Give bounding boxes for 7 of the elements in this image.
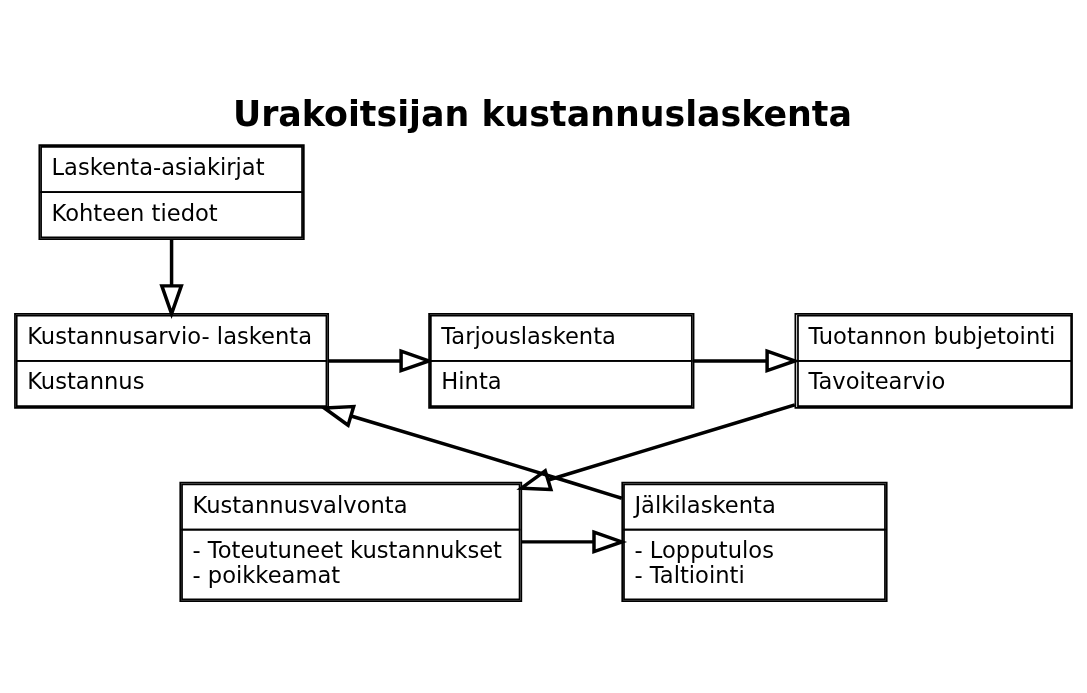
arrow	[328, 348, 435, 373]
arrow	[693, 348, 801, 373]
arrow	[319, 404, 623, 500]
diagram-title: Urakoitsijan kustannuslaskenta	[232, 93, 852, 134]
arrow	[521, 529, 628, 554]
arrow	[516, 402, 796, 491]
arrow	[159, 239, 184, 319]
